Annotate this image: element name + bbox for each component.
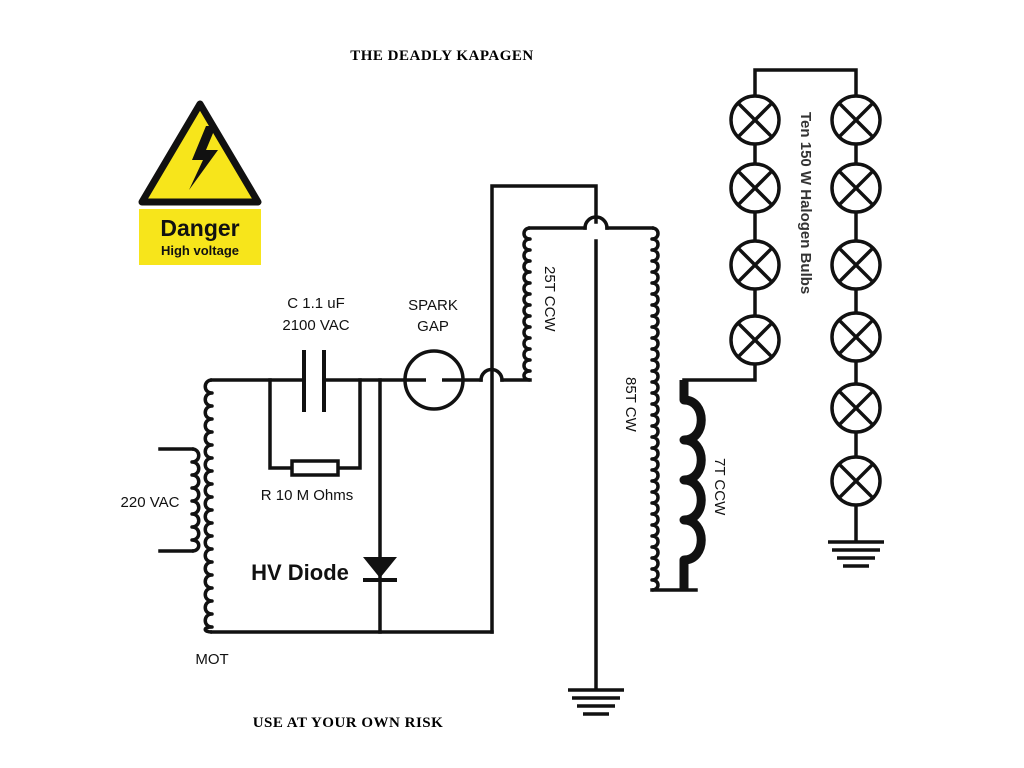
coil-85t-label: 85T CW: [622, 377, 639, 433]
halogen-bulb-icon: [729, 239, 781, 291]
coil-25t: [522, 226, 532, 382]
capacitor-label: C 1.1 uF: [287, 295, 345, 312]
ground-symbol: [828, 540, 884, 568]
resistor: [290, 459, 340, 477]
diode-label: HV Diode: [251, 560, 349, 585]
diagram-footer: USE AT YOUR OWN RISK: [253, 715, 444, 731]
halogen-bulb-icon: [830, 311, 882, 363]
supply-label: 220 VAC: [121, 494, 180, 511]
circuit-wires: [210, 184, 757, 690]
halogen-bulb-icon: [830, 94, 882, 146]
lightning-icon: [189, 126, 218, 190]
wire-crossover-hop: [479, 367, 504, 382]
hv-diode: [363, 557, 397, 582]
capacitor: [302, 350, 326, 412]
supply-primary-coil: [158, 447, 201, 553]
danger-heading: Danger: [160, 215, 239, 241]
halogen-bulb-icon: [729, 94, 781, 146]
danger-subheading: High voltage: [161, 243, 239, 258]
halogen-bulb-icon: [830, 239, 882, 291]
spark-gap-label: SPARK: [408, 297, 458, 314]
wire-crossover-hop: [583, 215, 609, 230]
coil-25t-label: 25T CCW: [541, 266, 558, 332]
ground-symbol: [568, 688, 624, 716]
capacitor-rating: 2100 VAC: [282, 317, 349, 334]
danger-sign: Danger High voltage: [138, 100, 262, 265]
halogen-bulb-bank: [729, 68, 882, 542]
coil-85t: [650, 226, 660, 592]
coil-7t-label: 7T CCW: [711, 458, 728, 516]
spark-gap: [403, 349, 465, 411]
mot-label: MOT: [195, 651, 228, 668]
bulbs-label: Ten 150 W Halogen Bulbs: [797, 112, 814, 294]
danger-label-box: [139, 209, 261, 265]
resistor-label: R 10 M Ohms: [261, 487, 354, 504]
mot-secondary-coil: [203, 378, 214, 634]
halogen-bulb-icon: [729, 314, 781, 366]
coil-7t: [679, 380, 706, 590]
halogen-bulb-icon: [729, 162, 781, 214]
spark-gap-label-2: GAP: [417, 318, 449, 335]
halogen-bulb-icon: [830, 455, 882, 507]
halogen-bulb-icon: [830, 162, 882, 214]
halogen-bulb-icon: [830, 382, 882, 434]
diagram-title: THE DEADLY KAPAGEN: [350, 48, 533, 64]
